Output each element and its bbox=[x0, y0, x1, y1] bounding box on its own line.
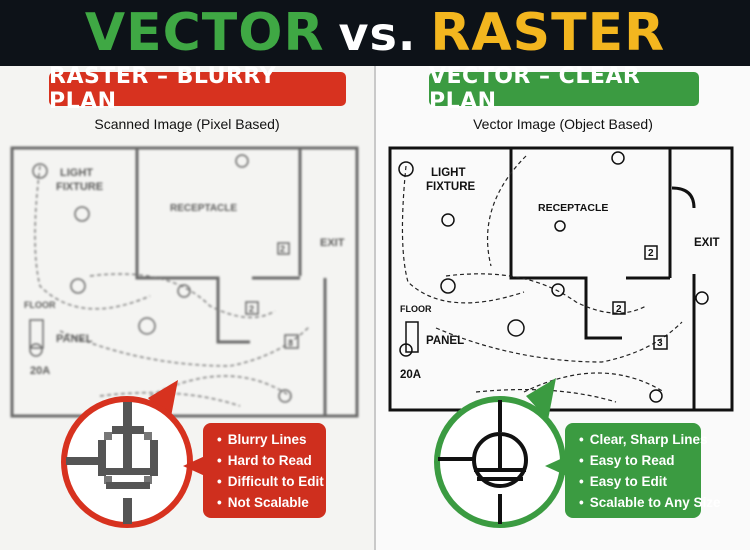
panel-divider bbox=[374, 66, 376, 550]
raster-feature-item: Not Scalable bbox=[217, 492, 316, 513]
title-vector-word: VECTOR bbox=[84, 3, 325, 63]
raster-label-floor: FLOOR bbox=[24, 300, 56, 310]
raster-label-circuit-2a: 2 bbox=[280, 244, 285, 254]
vector-label-fixture: FIXTURE bbox=[426, 181, 476, 193]
raster-label-receptacle: RECEPTACLE bbox=[170, 203, 237, 214]
raster-feature-item: Difficult to Edit bbox=[217, 471, 324, 492]
vector-feature-item: Scalable to Any Size bbox=[579, 492, 721, 513]
raster-label-exit: EXIT bbox=[320, 237, 345, 249]
pixelated-receptacle-icon bbox=[66, 402, 158, 524]
vector-magnifier-pointer bbox=[526, 378, 556, 420]
vector-floor-plan: LIGHT FIXTURE RECEPTACLE EXIT FLOOR PANE… bbox=[388, 146, 734, 412]
raster-label-circuit-2b: 2 bbox=[249, 304, 254, 314]
vector-label-amps: 20A bbox=[400, 369, 421, 381]
raster-label-amps: 20A bbox=[30, 365, 50, 377]
vector-panel: VECTOR – CLEAR PLAN Vector Image (Object… bbox=[376, 64, 750, 550]
raster-feature-item: Blurry Lines bbox=[217, 429, 316, 450]
vector-badge: VECTOR – CLEAR PLAN bbox=[429, 64, 699, 114]
raster-features-callout: Blurry Lines Hard to Read Difficult to E… bbox=[203, 423, 326, 518]
raster-label-panel: PANEL bbox=[56, 333, 93, 345]
vector-label-circuit-3: 3 bbox=[657, 338, 663, 349]
sharp-receptacle-icon bbox=[438, 400, 528, 524]
raster-label-circuit-3: 3 bbox=[288, 338, 293, 348]
vector-label-panel: PANEL bbox=[426, 335, 464, 347]
vector-callout-pointer bbox=[545, 456, 567, 476]
vector-label-receptacle: RECEPTACLE bbox=[538, 202, 608, 214]
raster-floor-plan: LIGHT FIXTURE RECEPTACLE EXIT FLOOR PANE… bbox=[10, 146, 359, 418]
raster-label-fixture: FIXTURE bbox=[56, 181, 103, 193]
vector-features-callout: Clear, Sharp Lines Easy to Read Easy to … bbox=[565, 423, 721, 518]
vector-label-circuit-2a: 2 bbox=[648, 248, 654, 259]
vector-label-light: LIGHT bbox=[431, 167, 466, 179]
vector-subtitle: Vector Image (Object Based) bbox=[473, 116, 653, 132]
raster-magnifier bbox=[61, 380, 193, 528]
vector-feature-item: Clear, Sharp Lines bbox=[579, 429, 708, 450]
raster-magnifier-pointer bbox=[148, 380, 178, 422]
raster-label-light: LIGHT bbox=[60, 167, 93, 179]
vector-label-floor: FLOOR bbox=[400, 304, 432, 314]
vector-feature-item: Easy to Read bbox=[579, 450, 691, 471]
raster-subtitle: Scanned Image (Pixel Based) bbox=[94, 116, 280, 132]
vector-label-exit: EXIT bbox=[694, 237, 720, 249]
raster-callout-pointer bbox=[183, 456, 205, 476]
title-vs-word: vs. bbox=[338, 7, 417, 61]
vector-feature-item: Easy to Edit bbox=[579, 471, 691, 492]
raster-feature-item: Hard to Read bbox=[217, 450, 316, 471]
title-raster-word: RASTER bbox=[430, 3, 666, 63]
vector-label-circuit-2b: 2 bbox=[616, 304, 622, 315]
raster-panel: RASTER – BLURRY PLAN Scanned Image (Pixe… bbox=[0, 64, 374, 550]
